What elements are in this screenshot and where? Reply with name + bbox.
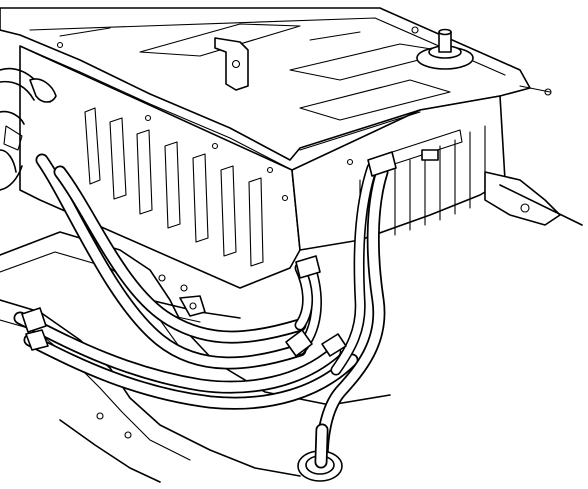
front-bracket (179, 295, 206, 317)
vent-stud (416, 28, 474, 70)
cable-connectors (21, 151, 397, 357)
mounting-bracket-right (484, 85, 583, 226)
left-wire-harness (0, 67, 57, 191)
cable-grommet (297, 423, 343, 482)
battery-top-cover (0, 7, 531, 171)
lid-bracket (214, 37, 249, 91)
battery-side-wall (291, 95, 506, 251)
